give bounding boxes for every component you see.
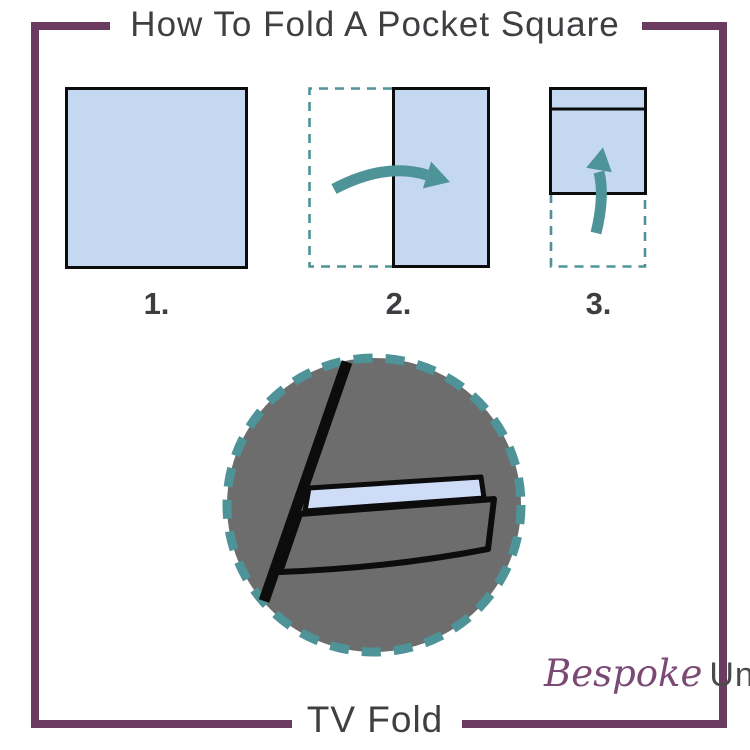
frame-top-right-segment: [642, 22, 727, 30]
step3-fold-arrowhead: [586, 147, 612, 173]
step2-number: 2.: [385, 286, 412, 321]
step3-dashed-outline: [549, 194, 647, 268]
frame-left-border: [31, 22, 39, 728]
page-title: How To Fold A Pocket Square: [130, 5, 620, 44]
step1-unfolded-square: [65, 87, 248, 269]
pocket-square-band: [302, 474, 487, 514]
step3-fold-arrow: [590, 170, 607, 235]
frame-top-left-segment: [31, 22, 110, 30]
jacket-lapel-line: [258, 360, 353, 603]
brand-logo-script: Bespoke: [544, 652, 703, 695]
fold-name-label: TV Fold: [306, 699, 444, 740]
pocket-welt: [277, 496, 497, 575]
step2-fold-arrowhead: [422, 161, 450, 189]
frame-bottom-right-segment: [462, 720, 727, 728]
frame-right-border: [719, 22, 727, 728]
step2-fold-arrow: [331, 165, 429, 194]
step3-number: 3.: [585, 286, 612, 321]
brand-logo: Bespoke Unit: [544, 652, 750, 695]
frame-bottom-left-segment: [31, 720, 292, 728]
step1-number: 1.: [143, 286, 170, 321]
brand-logo-plain: Unit: [709, 656, 750, 694]
